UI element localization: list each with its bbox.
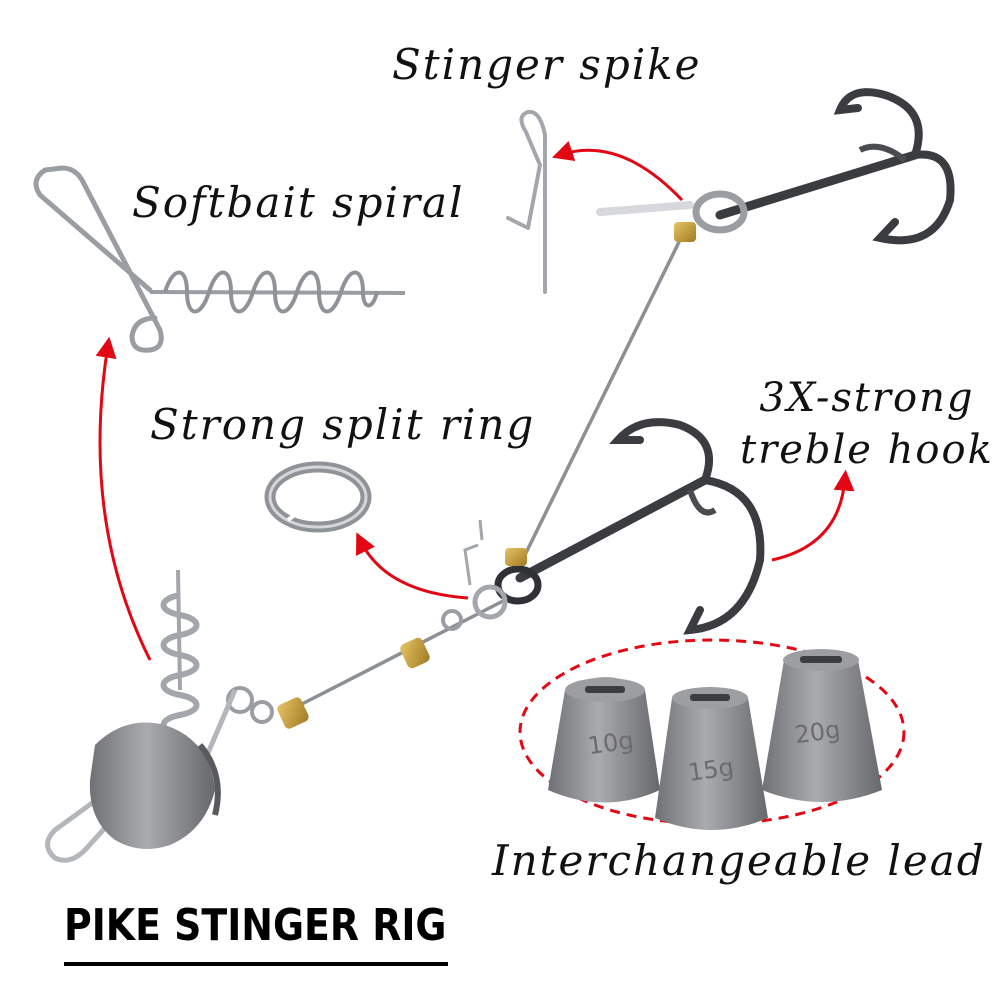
lead-weight-15g: [655, 687, 768, 830]
weight-label-10g: 10g: [586, 726, 635, 760]
lead-head-assembly: [45, 569, 238, 863]
interchangeable-lead-label: Interchangeable lead: [492, 836, 986, 885]
top-treble-hook-part: [596, 88, 955, 245]
arrow-to-treble-hook: [771, 469, 855, 562]
weight-label-20g: 20g: [793, 715, 842, 749]
treble-hook-label: 3X-strong treble hook: [740, 372, 994, 476]
arrow-to-stinger-spike: [552, 141, 684, 202]
weight-label-15g: 15g: [686, 753, 735, 787]
title-underline: [64, 962, 448, 966]
treble-hook-label-line2: treble hook: [740, 427, 994, 473]
page-title: PIKE STINGER RIG: [64, 900, 447, 951]
lead-weight-10g: [548, 677, 660, 803]
arrow-to-softbait-spiral: [95, 336, 152, 661]
leader-wire: [299, 239, 682, 707]
stinger-spike-part: [506, 109, 547, 294]
treble-hook-label-line1: 3X-strong: [759, 375, 975, 421]
swivel-and-crimps: [226, 609, 463, 729]
stinger-spike-label: Stinger spike: [392, 40, 702, 89]
softbait-spiral-part: [33, 165, 406, 353]
middle-treble-hook-part: [463, 418, 765, 635]
split-ring-part: [264, 461, 372, 533]
softbait-spiral-label: Softbait spiral: [132, 178, 465, 227]
arrow-to-split-ring: [356, 532, 469, 600]
lead-weight-20g: [762, 649, 882, 802]
split-ring-label: Strong split ring: [150, 400, 536, 449]
